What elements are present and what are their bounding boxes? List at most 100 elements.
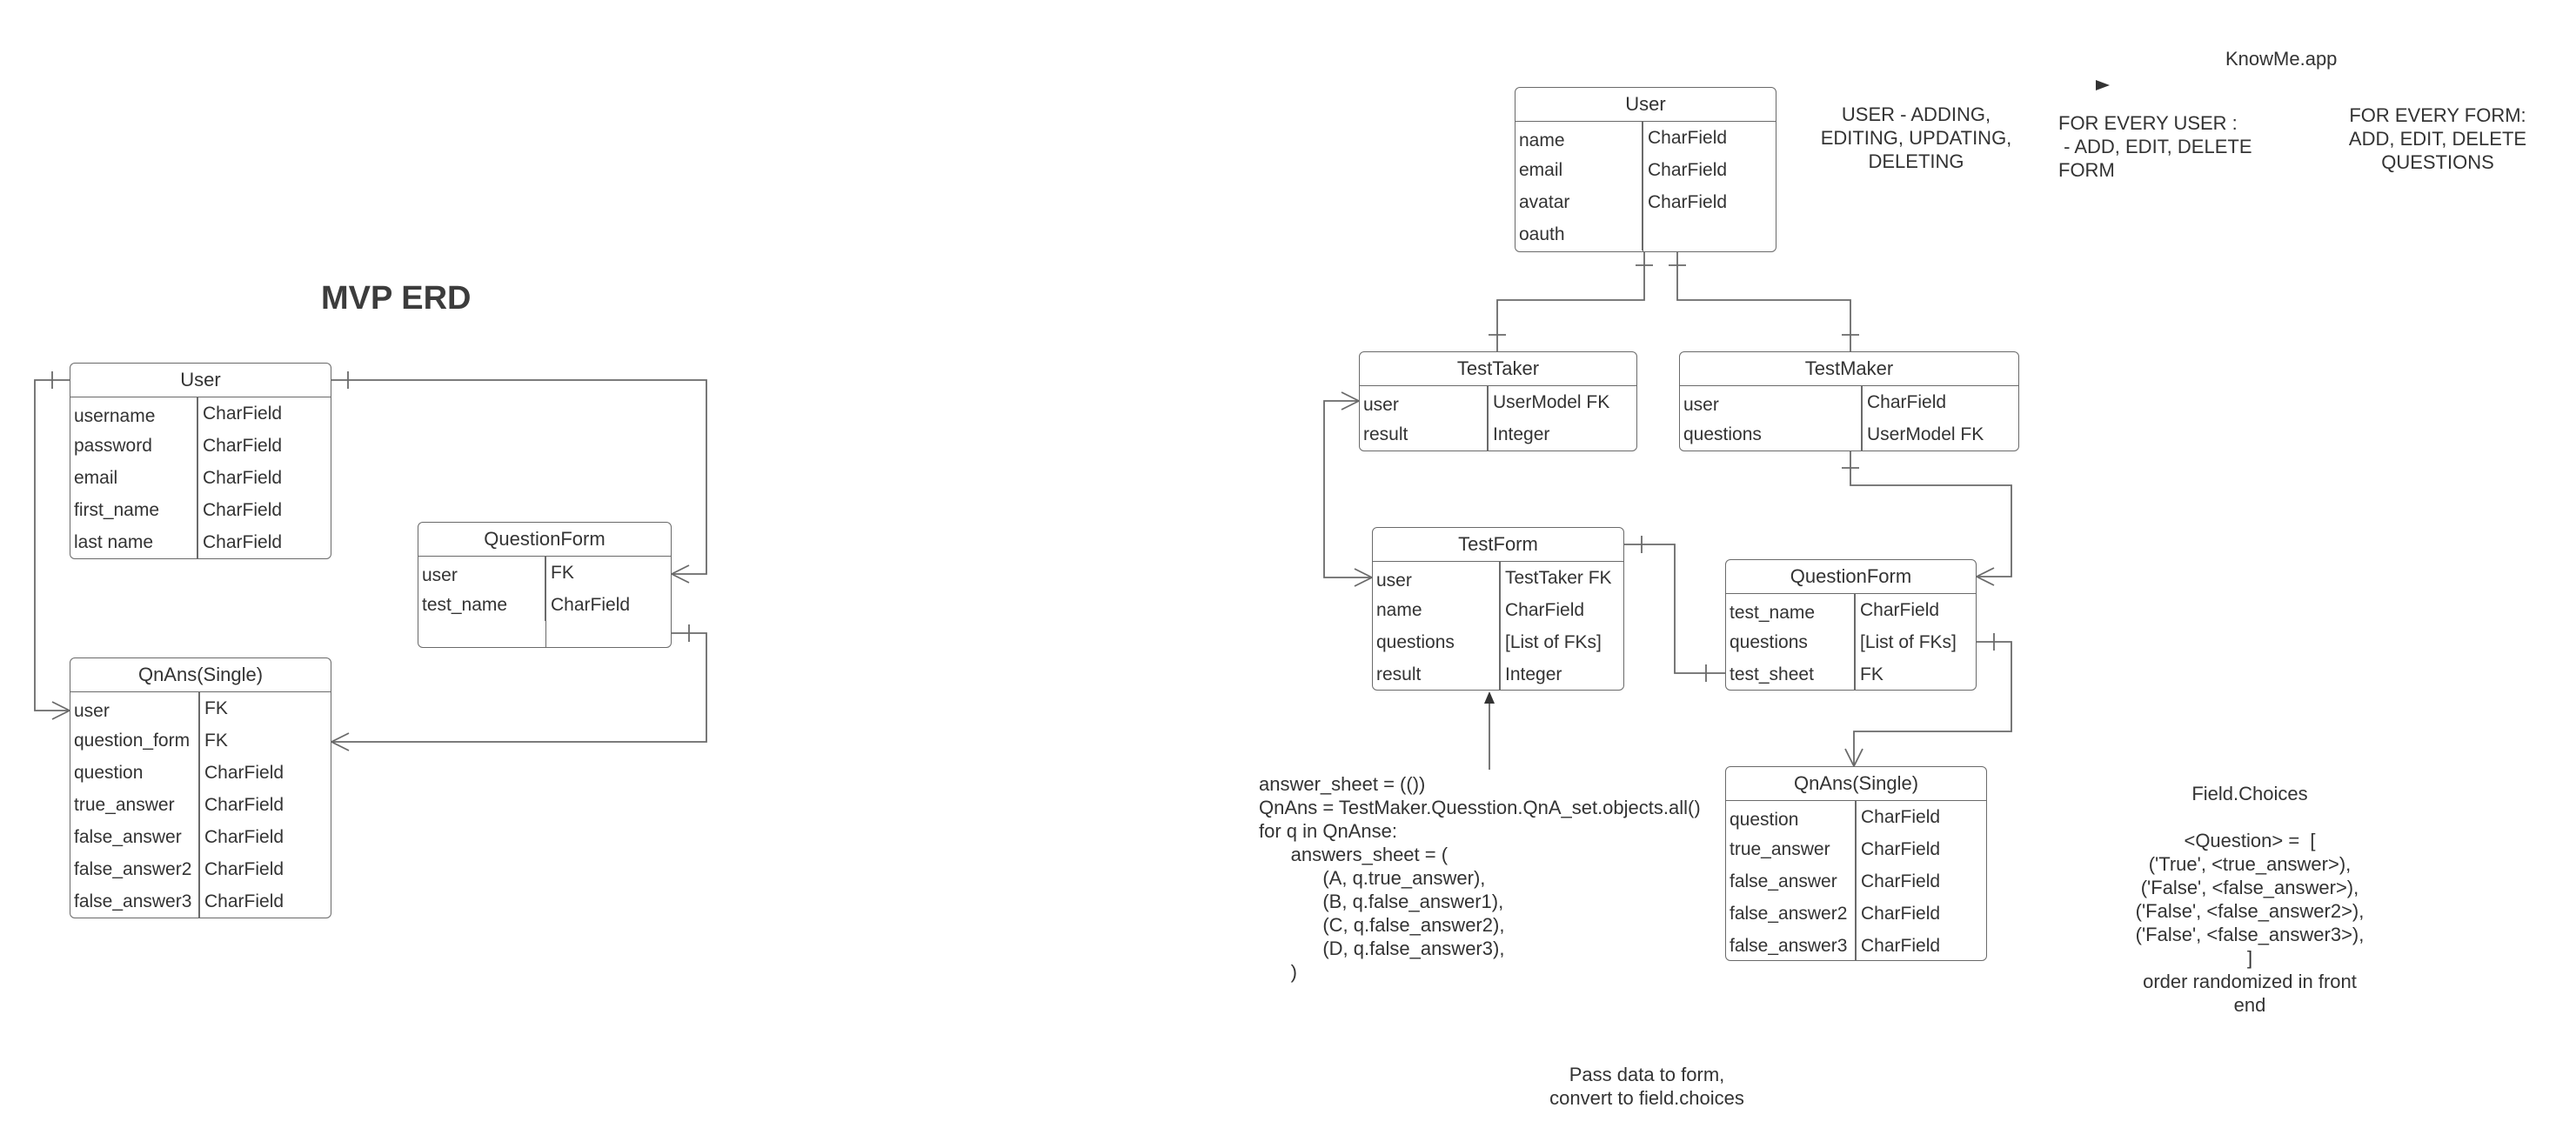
field-type: [List of FKs] [1505, 632, 1602, 652]
diagram-title: MVP ERD [321, 280, 472, 317]
note-line [2123, 805, 2377, 829]
field-type: CharField [1648, 160, 1728, 180]
note-line: DELETING [1868, 150, 1964, 172]
field-type: UserModel FK [1867, 424, 1984, 444]
connector-user-qnans-end-b [51, 701, 70, 720]
note-pass-data: Pass data to form,convert to field.choic… [1525, 1063, 1769, 1110]
entity-column-divider [199, 691, 200, 918]
connector-user-testmaker [1676, 252, 1851, 352]
field-name: last name [70, 526, 197, 558]
field-name: user [418, 557, 545, 589]
field-name: false_answer2 [70, 853, 199, 885]
field-name: oauth [1515, 218, 1643, 250]
note-line: FOR EVERY FORM: [2349, 104, 2526, 126]
note-line: order randomized in front [2143, 971, 2357, 992]
field-name: password [70, 430, 197, 462]
field-name: avatar [1515, 186, 1643, 218]
connector-user-questionform-end-b [671, 564, 690, 584]
connector-testform-questionform [1624, 544, 1725, 674]
note-line: answers_sheet = ( [1259, 844, 1449, 865]
field-name: question [70, 757, 199, 789]
field-type: CharField [1648, 192, 1728, 212]
note-line: (C, q.false_answer2), [1259, 914, 1505, 936]
field-name: test_sheet [1726, 658, 1855, 690]
entity-title: QuestionForm [418, 523, 671, 557]
app-name-label: KnowMe.app [2225, 48, 2338, 70]
note-line: (A, q.true_answer), [1259, 867, 1486, 889]
code-arrow-head [1484, 691, 1495, 704]
entity-title: QuestionForm [1726, 560, 1976, 594]
note-line: EDITING, UPDATING, [1820, 127, 2012, 149]
field-name: user [1680, 386, 1862, 418]
field-name: false_answer3 [70, 885, 199, 918]
note-line: - ADD, EDIT, DELETE [2058, 136, 2252, 157]
entity-title: User [1515, 88, 1776, 122]
entity-column-divider [1856, 800, 1857, 960]
field-name: name [1373, 594, 1500, 626]
note-line: USER - ADDING, [1841, 103, 1991, 125]
connector-user-qnans [34, 379, 70, 711]
note-line: ADD, EDIT, DELETE [2348, 128, 2527, 150]
field-type: CharField [203, 404, 283, 424]
field-type: CharField [1861, 904, 1941, 924]
field-name: question [1726, 801, 1856, 833]
note-field-choices: Field.Choices <Question> = [('True', <tr… [2123, 782, 2377, 1017]
entity-field-row: test_name CharField [418, 589, 671, 621]
connector-testmaker-questionform-end-b [1976, 567, 1995, 586]
entity-column-divider [1488, 385, 1489, 451]
field-type: Integer [1505, 664, 1562, 684]
field-name: user [1373, 562, 1500, 594]
field-name: test_name [418, 589, 545, 621]
field-type: FK [204, 698, 228, 718]
note-line: end [2233, 994, 2266, 1016]
field-name: true_answer [70, 789, 199, 821]
field-type: CharField [551, 595, 631, 615]
field-name: email [1515, 154, 1643, 186]
entity-title: TestMaker [1680, 352, 2018, 386]
field-name: user [1360, 386, 1488, 418]
field-name: test_name [1726, 594, 1855, 626]
field-name: name [1515, 122, 1643, 154]
field-type: CharField [203, 468, 283, 488]
note-line: ('True', <true_answer>), [2148, 853, 2352, 875]
field-name: user [70, 692, 199, 724]
field-type: CharField [1861, 807, 1941, 827]
entity-column-divider [545, 556, 546, 647]
note-line: QUESTIONS [2381, 151, 2494, 173]
field-name: question_form [70, 724, 199, 757]
pointer-arrow-icon [2096, 80, 2110, 90]
note-line: (D, q.false_answer3), [1259, 938, 1505, 959]
field-name: questions [1373, 626, 1500, 658]
entity-column-divider [1500, 561, 1501, 690]
field-type: CharField [1860, 600, 1940, 620]
entity-field-row: oauth [1515, 218, 1776, 250]
field-type: CharField [1861, 839, 1941, 859]
note-line: ) [1259, 961, 1297, 983]
connector-testtaker-testform-end-b [1354, 568, 1373, 587]
field-type: CharField [203, 532, 283, 552]
